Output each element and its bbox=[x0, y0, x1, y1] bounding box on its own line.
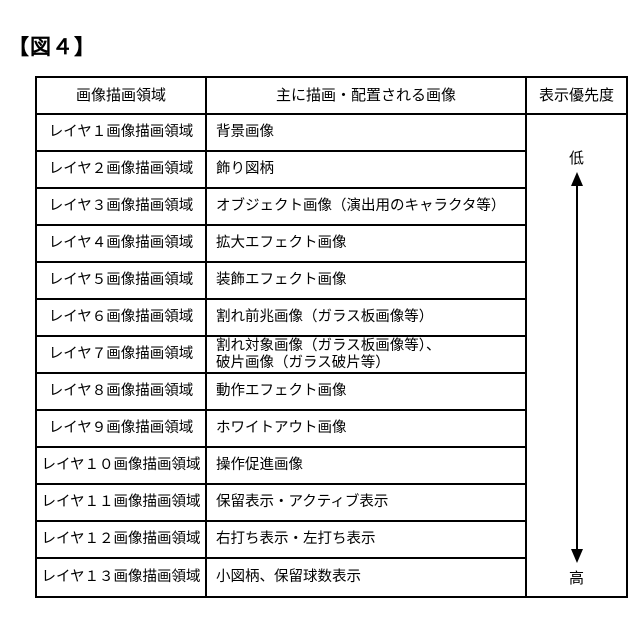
layer-name-cell: レイヤ３画像描画領域 bbox=[37, 189, 207, 226]
layer-name-cell: レイヤ６画像描画領域 bbox=[37, 300, 207, 337]
arrow-up-icon bbox=[570, 172, 583, 186]
layer-name-cell: レイヤ２画像描画領域 bbox=[37, 152, 207, 189]
layer-images-cell: 割れ対象画像（ガラス板画像等）、 破片画像（ガラス破片等） bbox=[207, 337, 527, 374]
layer-images-cell: 拡大エフェクト画像 bbox=[207, 226, 527, 263]
layer-name-cell: レイヤ１画像描画領域 bbox=[37, 115, 207, 152]
layer-images-cell: 保留表示・アクティブ表示 bbox=[207, 485, 527, 522]
layer-name-cell: レイヤ１０画像描画領域 bbox=[37, 448, 207, 485]
layer-images-cell: 操作促進画像 bbox=[207, 448, 527, 485]
layer-name-cell: レイヤ１２画像描画領域 bbox=[37, 522, 207, 559]
arrow-line bbox=[575, 183, 578, 552]
layer-images-cell: 背景画像 bbox=[207, 115, 527, 152]
header-display-priority: 表示優先度 bbox=[527, 78, 626, 115]
priority-low-label: 低 bbox=[568, 150, 584, 167]
layer-name-cell: レイヤ４画像描画領域 bbox=[37, 226, 207, 263]
display-priority-cell: 低 高 bbox=[527, 115, 626, 596]
priority-high-label: 高 bbox=[568, 570, 584, 587]
layer-images-cell: ホワイトアウト画像 bbox=[207, 411, 527, 448]
layer-name-cell: レイヤ７画像描画領域 bbox=[37, 337, 207, 374]
header-image-drawing-area: 画像描画領域 bbox=[37, 78, 207, 115]
layer-images-cell: 動作エフェクト画像 bbox=[207, 374, 527, 411]
arrow-down-icon bbox=[570, 549, 583, 563]
layer-images-cell: 右打ち表示・左打ち表示 bbox=[207, 522, 527, 559]
layer-name-cell: レイヤ１３画像描画領域 bbox=[37, 559, 207, 596]
layer-name-cell: レイヤ１１画像描画領域 bbox=[37, 485, 207, 522]
layer-images-cell: 飾り図柄 bbox=[207, 152, 527, 189]
layer-images-cell: 割れ前兆画像（ガラス板画像等） bbox=[207, 300, 527, 337]
layer-name-cell: レイヤ９画像描画領域 bbox=[37, 411, 207, 448]
header-main-images: 主に描画・配置される画像 bbox=[207, 78, 527, 115]
figure-label: 【図４】 bbox=[8, 36, 96, 59]
layer-priority-table: 画像描画領域 主に描画・配置される画像 表示優先度 レイヤ１画像描画領域背景画像… bbox=[35, 76, 628, 598]
layer-name-cell: レイヤ８画像描画領域 bbox=[37, 374, 207, 411]
layer-images-cell: 小図柄、保留球数表示 bbox=[207, 559, 527, 596]
layer-images-cell: オブジェクト画像（演出用のキャラクタ等） bbox=[207, 189, 527, 226]
priority-arrow bbox=[527, 172, 626, 563]
layer-images-cell: 装飾エフェクト画像 bbox=[207, 263, 527, 300]
layer-name-cell: レイヤ５画像描画領域 bbox=[37, 263, 207, 300]
